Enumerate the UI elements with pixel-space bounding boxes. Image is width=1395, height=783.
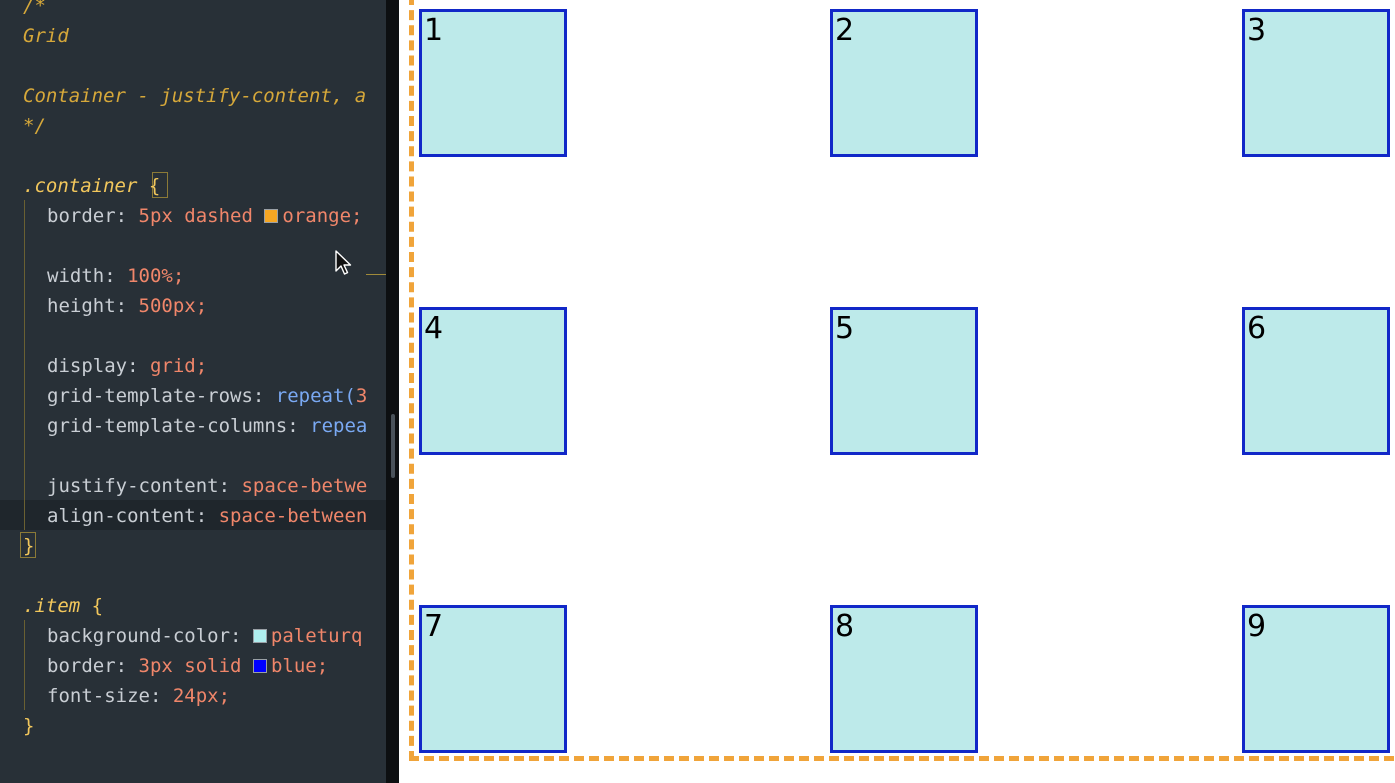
code-line-container-close[interactable]: } <box>23 531 34 561</box>
css-value: orange; <box>282 205 363 227</box>
css-property: justify-content: <box>47 475 231 497</box>
minimap-marker <box>366 274 386 275</box>
close-brace: } <box>23 535 35 557</box>
css-value: 500px; <box>138 295 208 317</box>
grid-item: 4 <box>419 307 567 455</box>
browser-preview: 1 2 3 4 5 6 7 8 9 <box>399 0 1395 783</box>
code-line-container-selector[interactable]: .container { <box>23 171 160 201</box>
css-property: background-color: <box>47 625 242 647</box>
code-line-comment-close[interactable]: */ <box>23 111 46 141</box>
comment-text: */ <box>23 115 46 137</box>
open-brace: { <box>148 175 161 197</box>
css-property: border: <box>47 205 128 227</box>
css-value: 3 <box>355 385 368 407</box>
mouse-pointer-icon <box>335 250 352 275</box>
code-line-comment-open[interactable]: /* <box>23 0 46 21</box>
css-value: 24px; <box>172 685 231 707</box>
code-line-background-color[interactable]: background-color: paleturq <box>47 621 362 651</box>
code-line-align-content[interactable]: align-content: space-between <box>47 501 367 531</box>
grid-item: 6 <box>1242 307 1390 455</box>
code-line-border[interactable]: border: 5px dashed orange; <box>47 201 362 231</box>
editor-scrollbar-thumb[interactable] <box>391 414 395 478</box>
grid-item: 7 <box>419 605 567 753</box>
grid-item: 1 <box>419 9 567 157</box>
comment-text: /* <box>23 0 46 17</box>
grid-item: 3 <box>1242 9 1390 157</box>
code-line-justify-content[interactable]: justify-content: space-betwe <box>47 471 367 501</box>
blue-color-swatch-icon[interactable] <box>252 659 267 673</box>
css-property: border: <box>47 655 128 677</box>
css-value: space-between <box>218 505 368 527</box>
code-line-display[interactable]: display: grid; <box>47 351 207 381</box>
code-line-comment-description[interactable]: Container - justify-content, a <box>23 81 366 111</box>
paleturquoise-color-swatch-icon[interactable] <box>252 629 267 643</box>
code-line-grid-template-rows[interactable]: grid-template-rows: repeat(3 <box>47 381 367 411</box>
code-line-height[interactable]: height: 500px; <box>47 291 207 321</box>
css-value: 3px solid <box>138 655 242 677</box>
css-value: blue; <box>270 655 329 677</box>
css-property: height: <box>47 295 128 317</box>
code-line-font-size[interactable]: font-size: 24px; <box>47 681 230 711</box>
code-line-comment-title[interactable]: Grid <box>23 21 69 51</box>
css-value: 100%; <box>127 265 185 287</box>
css-property: grid-template-columns: <box>47 415 299 437</box>
grid-item: 8 <box>830 605 978 753</box>
css-value: grid; <box>149 355 208 377</box>
css-value: paleturq <box>270 625 363 647</box>
css-property: align-content: <box>47 505 208 527</box>
close-brace: } <box>23 715 35 737</box>
css-function: repeat( <box>275 385 356 407</box>
css-value: 5px dashed <box>138 205 253 227</box>
css-value: space-betwe <box>241 475 368 497</box>
matching-open-brace-highlight <box>152 172 168 198</box>
css-property: display: <box>47 355 139 377</box>
code-line-width[interactable]: width: 100%; <box>47 261 184 291</box>
code-editor[interactable]: /* Grid Container - justify-content, a *… <box>0 0 386 783</box>
css-property: grid-template-rows: <box>47 385 265 407</box>
css-function: repea <box>310 415 368 437</box>
open-brace: { <box>91 595 104 617</box>
code-line-item-close[interactable]: } <box>23 711 34 741</box>
code-line-grid-template-columns[interactable]: grid-template-columns: repea <box>47 411 367 441</box>
orange-color-swatch-icon[interactable] <box>264 209 279 223</box>
container-rule-indent-guide <box>24 200 25 530</box>
grid-item: 9 <box>1242 605 1390 753</box>
css-selector: .container <box>23 175 138 197</box>
code-line-item-border[interactable]: border: 3px solid blue; <box>47 651 328 681</box>
pane-divider[interactable] <box>386 0 399 783</box>
css-selector: .item <box>23 595 81 617</box>
item-rule-indent-guide <box>24 620 25 710</box>
matching-close-brace-highlight <box>20 532 36 558</box>
code-line-item-selector[interactable]: .item { <box>23 591 103 621</box>
css-property: width: <box>47 265 116 287</box>
css-property: font-size: <box>47 685 162 707</box>
comment-text: Container - justify-content, a <box>23 85 367 107</box>
comment-text: Grid <box>23 25 69 47</box>
grid-item: 2 <box>830 9 978 157</box>
grid-container: 1 2 3 4 5 6 7 8 9 <box>409 0 1395 761</box>
grid-item: 5 <box>830 307 978 455</box>
current-line-highlight <box>0 500 386 530</box>
